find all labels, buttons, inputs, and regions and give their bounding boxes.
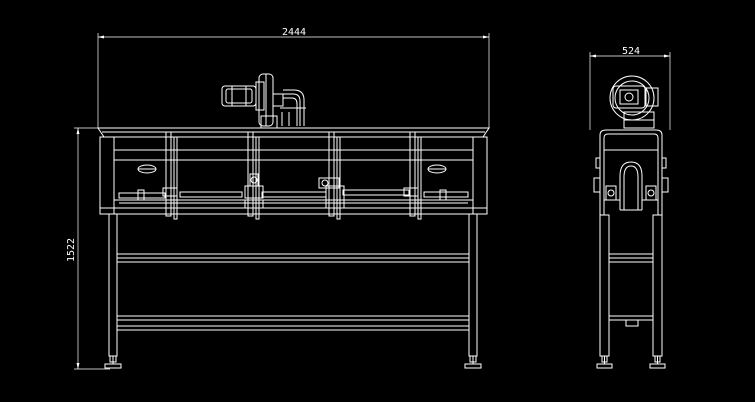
top-cover (97, 127, 490, 138)
side-motor (609, 75, 659, 129)
guard-frame (99, 136, 488, 215)
side-feet (596, 355, 666, 369)
guard-posts (165, 131, 422, 220)
adjust-brackets (137, 164, 447, 209)
side-frame-legs (599, 214, 663, 357)
drive-motor (221, 73, 306, 129)
front-view: 2444 1522 (66, 27, 490, 370)
side-brackets (593, 157, 669, 201)
side-width-dimension: 524 (589, 46, 671, 130)
front-height-dimension: 1522 (66, 127, 110, 370)
front-feet (104, 355, 482, 369)
front-width-dimension: 2444 (97, 27, 490, 128)
front-width-label: 2444 (282, 27, 306, 38)
side-width-label: 524 (622, 46, 640, 57)
side-guard-housing (599, 129, 663, 215)
front-frame-legs (108, 213, 478, 357)
side-view: 524 (589, 46, 671, 369)
front-height-label: 1522 (66, 238, 77, 262)
